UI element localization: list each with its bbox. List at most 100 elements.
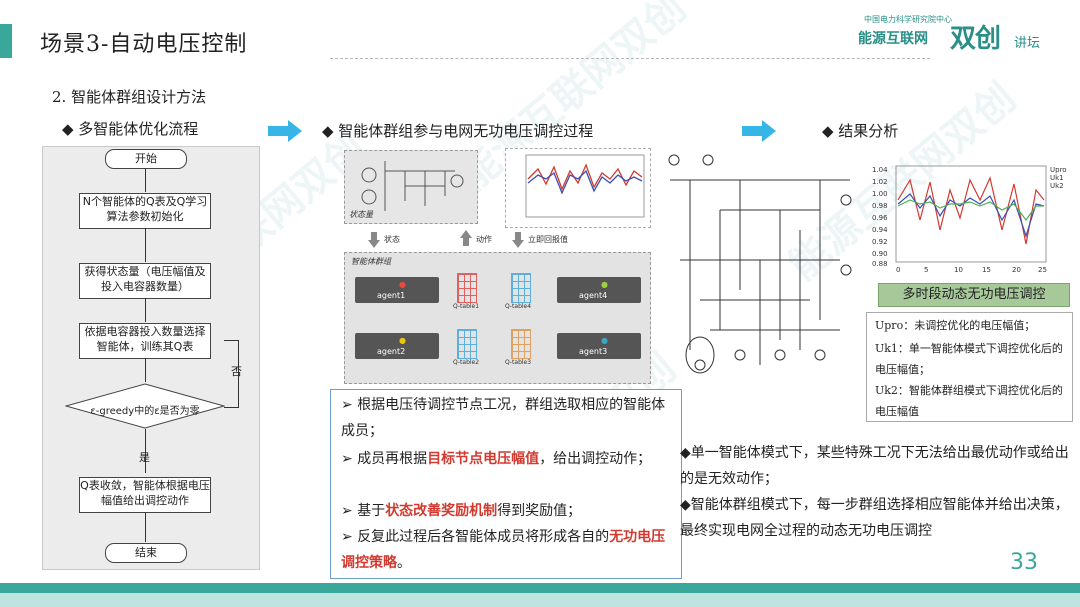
group-label: 智能体群组	[351, 257, 391, 266]
q-table-label: Q-table2	[453, 359, 480, 366]
q-table-grid	[511, 273, 531, 303]
flow-arrow	[145, 512, 146, 542]
bullet-text: 基于	[357, 503, 386, 519]
agent-group-panel: 智能体群组 agent1● Q-table1 Q-table4 agent4● …	[344, 252, 651, 384]
agent-card: agent2 ●	[355, 333, 439, 359]
bullet-text: ，给出调控动作；	[539, 451, 652, 467]
flow-decision-diamond	[65, 383, 225, 429]
agent-name: agent3	[579, 347, 608, 356]
flow-label-no: 否	[231, 365, 242, 378]
legend-entry: Uk1	[1050, 174, 1064, 182]
agent-card: agent3 ●	[557, 333, 641, 359]
flow-arrow	[145, 298, 146, 322]
y-tick: 0.94	[872, 226, 888, 234]
down-arrow-icon	[512, 232, 524, 248]
bullet-highlight: 目标节点电压幅值	[427, 451, 540, 467]
title-divider	[330, 58, 930, 59]
bullet-item: ➢ 成员再根据目标节点电压幅值，给出调控动作；	[341, 451, 652, 467]
bullet-item: ➢ 根据电压待调控节点工况，群组选取相应的智能体成员；	[341, 397, 666, 439]
bullet-text: 。	[397, 555, 411, 571]
footer-bar-light	[0, 593, 1080, 607]
legend-line: Uk1：单一智能体模式下调控优化后的电压幅值；	[875, 342, 1063, 376]
result-legend: Upro：未调控优化的电压幅值； Uk1：单一智能体模式下调控优化后的电压幅值；…	[866, 312, 1073, 422]
power-network-diagram	[668, 154, 852, 374]
title-accent-bar	[0, 24, 12, 58]
x-tick: 15	[982, 266, 991, 274]
flow-label-yes: 是	[139, 451, 150, 464]
legend-line: Upro：未调控优化的电压幅值；	[875, 319, 1036, 332]
y-tick: 1.04	[872, 166, 888, 174]
agent-name: agent2	[377, 347, 406, 356]
section-title: 2. 智能体群组设计方法	[52, 88, 207, 106]
label-reward: 立即回报值	[528, 235, 568, 244]
flow-step-init: N个智能体的Q表及Q学习算法参数初始化	[79, 193, 211, 229]
agent-card: agent4●	[557, 277, 641, 303]
bullet-highlight: 无功电压调控策略	[341, 529, 666, 571]
bullet-highlight: 状态改善奖励机制	[385, 503, 498, 519]
right-arrow-icon	[268, 120, 302, 142]
y-tick: 0.98	[872, 202, 888, 210]
x-tick: 5	[924, 266, 928, 274]
x-tick: 25	[1038, 266, 1047, 274]
brand-logo: 中国电力科学研究院中心 能源互联网 双创 讲坛	[856, 14, 1056, 54]
y-tick: 0.90	[872, 250, 888, 258]
agent-figure-icon: ●	[399, 280, 406, 289]
page-title: 场景3-自动电压控制	[40, 32, 248, 57]
q-table-grid	[511, 329, 531, 359]
q-table-label: Q-table4	[505, 303, 532, 310]
q-table-label: Q-table3	[505, 359, 532, 366]
logo-big-text: 双创	[950, 24, 1001, 54]
legend-entry: Uk2	[1050, 182, 1064, 190]
x-tick: 20	[1012, 266, 1021, 274]
flow-loop-line	[224, 340, 239, 408]
result-tag: 多时段动态无功电压调控	[878, 283, 1070, 307]
flow-step-state: 获得状态量（电压幅值及投入电容器数量）	[79, 263, 211, 299]
label-action: 动作	[476, 235, 492, 244]
label-state: 状态	[384, 235, 400, 244]
bullet-text: 反复此过程后各智能体成员将形成各自的	[357, 529, 610, 545]
circuit-diagram	[361, 161, 464, 211]
analysis-text-1: ◆单一智能体模式下，某些特殊工况下无法给出最优动作或给出的是无效动作；	[680, 445, 1069, 487]
flow-start: 开始	[105, 149, 187, 169]
agent-name: agent1	[377, 291, 406, 300]
heading-process: ◆ 智能体群组参与电网无功电压调控过程	[322, 122, 594, 140]
bullet-item: ➢ 基于状态改善奖励机制得到奖励值；	[341, 503, 582, 519]
flow-step-act: Q表收敛，智能体根据电压幅值给出调控动作	[79, 477, 211, 513]
heading-flow: ◆ 多智能体优化流程	[62, 120, 199, 138]
flowchart: 开始 N个智能体的Q表及Q学习算法参数初始化 获得状态量（电压幅值及投入电容器数…	[42, 146, 260, 570]
y-tick: 0.88	[872, 260, 888, 268]
page-number: 33	[1010, 550, 1038, 575]
flow-decision-text: ε-greedy中的ε是否为零	[90, 406, 200, 417]
q-table-grid	[457, 273, 477, 303]
flow-step-train: 依据电容器投入数量选择智能体，训练其Q表	[79, 323, 211, 359]
q-table-label: Q-table1	[453, 303, 480, 310]
process-bullets: ➢ 根据电压待调控节点工况，群组选取相应的智能体成员； ➢ 成员再根据目标节点电…	[330, 389, 682, 579]
heading-results: ◆ 结果分析	[822, 122, 899, 140]
flow-arrow	[145, 429, 146, 473]
state-panel: 状态量	[344, 150, 478, 224]
bullet-item: ➢ 反复此过程后各智能体成员将形成各自的无功电压调控策略。	[341, 529, 666, 571]
flow-arrow	[145, 168, 146, 192]
analysis-text-2: ◆智能体群组模式下，每一步群组选择相应智能体并给出决策，最终实现电网全过程的动态…	[680, 497, 1069, 539]
y-tick: 1.00	[872, 190, 888, 198]
q-table-grid	[457, 329, 477, 359]
agent-figure-icon: ●	[399, 336, 406, 345]
agent-figure-icon: ●	[601, 280, 608, 289]
logo-main-text: 能源互联网	[858, 31, 928, 47]
legend-entry: Upro	[1050, 166, 1067, 174]
bullet-text: 得到奖励值；	[497, 503, 582, 519]
right-arrow-icon	[742, 120, 776, 142]
flow-arrow	[145, 228, 146, 262]
bullet-text: 根据电压待调控节点工况，群组选取相应的智能体成员；	[341, 397, 666, 439]
logo-subtitle: 中国电力科学研究院中心	[864, 15, 952, 24]
bullet-text: 成员再根据	[357, 451, 428, 467]
state-label: 状态量	[349, 210, 373, 219]
legend-line: Uk2：智能体群组模式下调控优化后的电压幅值	[875, 384, 1063, 418]
y-tick: 0.96	[872, 214, 888, 222]
y-tick: 1.02	[872, 178, 888, 186]
agent-figure-icon: ●	[601, 336, 608, 345]
logo-end-text: 讲坛	[1014, 36, 1041, 51]
x-tick: 10	[954, 266, 963, 274]
flow-arrow	[145, 358, 146, 382]
voltage-mini-chart	[505, 148, 651, 228]
